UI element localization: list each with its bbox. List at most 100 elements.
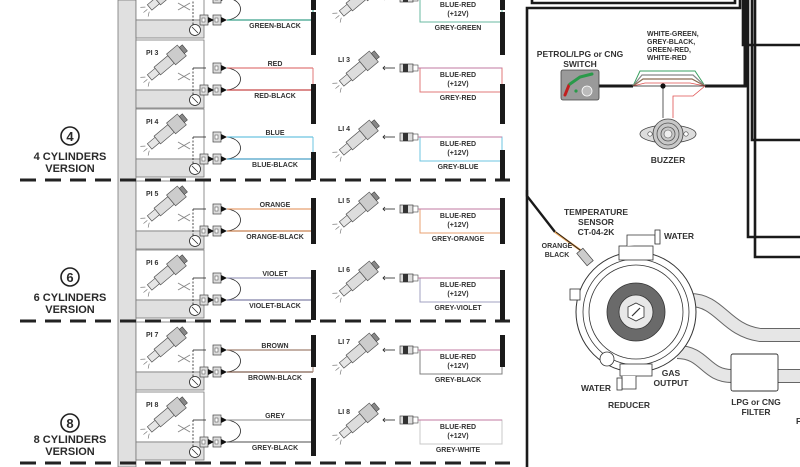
version-number-badge	[60, 413, 80, 433]
wire-color-label: ORANGE	[260, 202, 291, 209]
signal-wire-label: GREY-GREEN	[435, 25, 482, 32]
gas-filter-icon	[730, 353, 779, 392]
wire-color-label: GREY-BLACK	[252, 445, 298, 452]
fuel-switch[interactable]	[560, 69, 600, 101]
signal-wire-label: GREY-ORANGE	[432, 236, 485, 243]
gas-output-label: OUTPUT	[654, 378, 690, 388]
injector-connector	[212, 344, 227, 356]
petrol-injector-id: PI 8	[146, 402, 159, 409]
lpg-injector-icon	[332, 191, 380, 234]
petrol-injector-icon	[140, 254, 188, 297]
wire-color-label: VIOLET-BLACK	[249, 303, 301, 310]
gas-output-label: GAS	[662, 368, 681, 378]
petrol-injector-icon	[140, 185, 188, 228]
petrol-injector-icon	[140, 0, 175, 17]
switch-button-icon[interactable]	[581, 85, 593, 97]
injector-connector	[212, 294, 227, 306]
lpg-injector-icon	[332, 402, 380, 445]
transistor-icon	[189, 235, 201, 247]
version-number: 8	[66, 416, 73, 431]
transistor-icon	[189, 94, 201, 106]
supply-wire-label: BLUE-RED	[440, 424, 476, 431]
petrol-injector-id: PI 7	[146, 332, 159, 339]
petrol-injector-id: PI 5	[146, 191, 159, 198]
transistor-icon	[189, 163, 201, 175]
supply-wire-label: BLUE-RED	[440, 282, 476, 289]
signal-wire-label: GREY-RED	[440, 95, 477, 102]
injector-connector	[212, 203, 227, 215]
lpg-injector-icon	[332, 332, 380, 375]
petrol-injector-row: PI 2GREEN-BLACK	[135, 0, 314, 39]
cut-wire-icon	[177, 424, 191, 433]
lpg-injector-id: LI 6	[338, 267, 350, 274]
supply-wire-label: BLUE-RED	[440, 354, 476, 361]
signal-wire-label: GREY-WHITE	[436, 447, 481, 454]
reducer-icon	[569, 229, 697, 391]
cut-wire-icon	[177, 354, 191, 363]
filter-label: FILTER	[741, 407, 770, 417]
cut-wire-icon	[177, 282, 191, 291]
switch-wires-label: GREY-BLACK,	[647, 39, 695, 46]
lpg-injector-id: LI 5	[338, 198, 350, 205]
transistor-icon	[189, 304, 201, 316]
switch-label-line2: SWITCH	[563, 59, 597, 69]
lpg-injector-id: LI 4	[338, 126, 350, 133]
petrol-harness-panel	[117, 0, 137, 467]
switch-label: PETROL/LPG or CNG	[537, 49, 624, 59]
wire-color-label: RED-BLACK	[254, 93, 296, 100]
main-harness	[525, 0, 800, 467]
switch-harness	[598, 0, 747, 118]
lpg-connector	[399, 0, 419, 3]
petrol-injector-id: PI 4	[146, 119, 159, 126]
cut-wire-icon	[177, 2, 191, 11]
version-title: 6 CYLINDERS	[34, 292, 107, 304]
supply-wire-label: BLUE-RED	[440, 213, 476, 220]
voltage-label: (+12V)	[447, 433, 468, 440]
version-subtitle: VERSION	[45, 304, 95, 316]
injector-connector	[212, 131, 227, 143]
petrol-injector-icon	[140, 44, 188, 87]
lpg-connector	[399, 204, 419, 214]
sensor-wire-color: BLACK	[545, 252, 570, 259]
lpg-connector	[399, 273, 419, 283]
switch-wires-label: WHITE-GREEN,	[647, 31, 699, 38]
injector-connector	[212, 272, 227, 284]
version-label-8: 8 8 CYLINDERS VERSION	[34, 413, 107, 458]
injector-connector	[212, 225, 227, 237]
wire-color-label: BLUE	[265, 130, 284, 137]
version-subtitle: VERSION	[45, 446, 95, 458]
transistor-icon	[189, 446, 201, 458]
lpg-injector-icon	[332, 260, 380, 303]
switch-wires-label: WHITE-RED	[647, 55, 687, 62]
version-label-4: 4 4 CYLINDERS VERSION	[34, 126, 106, 175]
transistor-icon	[189, 24, 201, 36]
version-number: 4	[66, 129, 74, 144]
version-number-badge	[60, 126, 80, 146]
wire-color-label: RED	[268, 61, 283, 68]
version-title: 8 CYLINDERS	[34, 434, 107, 446]
injector-connector	[212, 414, 227, 426]
signal-wire-label: GREY-VIOLET	[434, 305, 482, 312]
voltage-label: (+12V)	[447, 291, 468, 298]
switch-wires-label: GREEN-RED,	[647, 47, 691, 54]
lpg-harness-trunk	[500, 0, 505, 367]
injector-connector	[212, 436, 227, 448]
signal-wire-label: GREY-BLUE	[438, 164, 479, 171]
petrol-injector-id: PI 3	[146, 50, 159, 57]
lpg-injector-id: LI 7	[338, 339, 350, 346]
injector-connector	[199, 294, 214, 306]
petrol-injector-id: PI 6	[146, 260, 159, 267]
lpg-connector	[399, 415, 419, 425]
temperature-sensor-model: CT-04-2K	[578, 227, 616, 237]
voltage-label: (+12V)	[447, 11, 468, 18]
supply-wire-label: BLUE-RED	[440, 72, 476, 79]
signal-wire-label: GREY-BLACK	[435, 377, 481, 384]
